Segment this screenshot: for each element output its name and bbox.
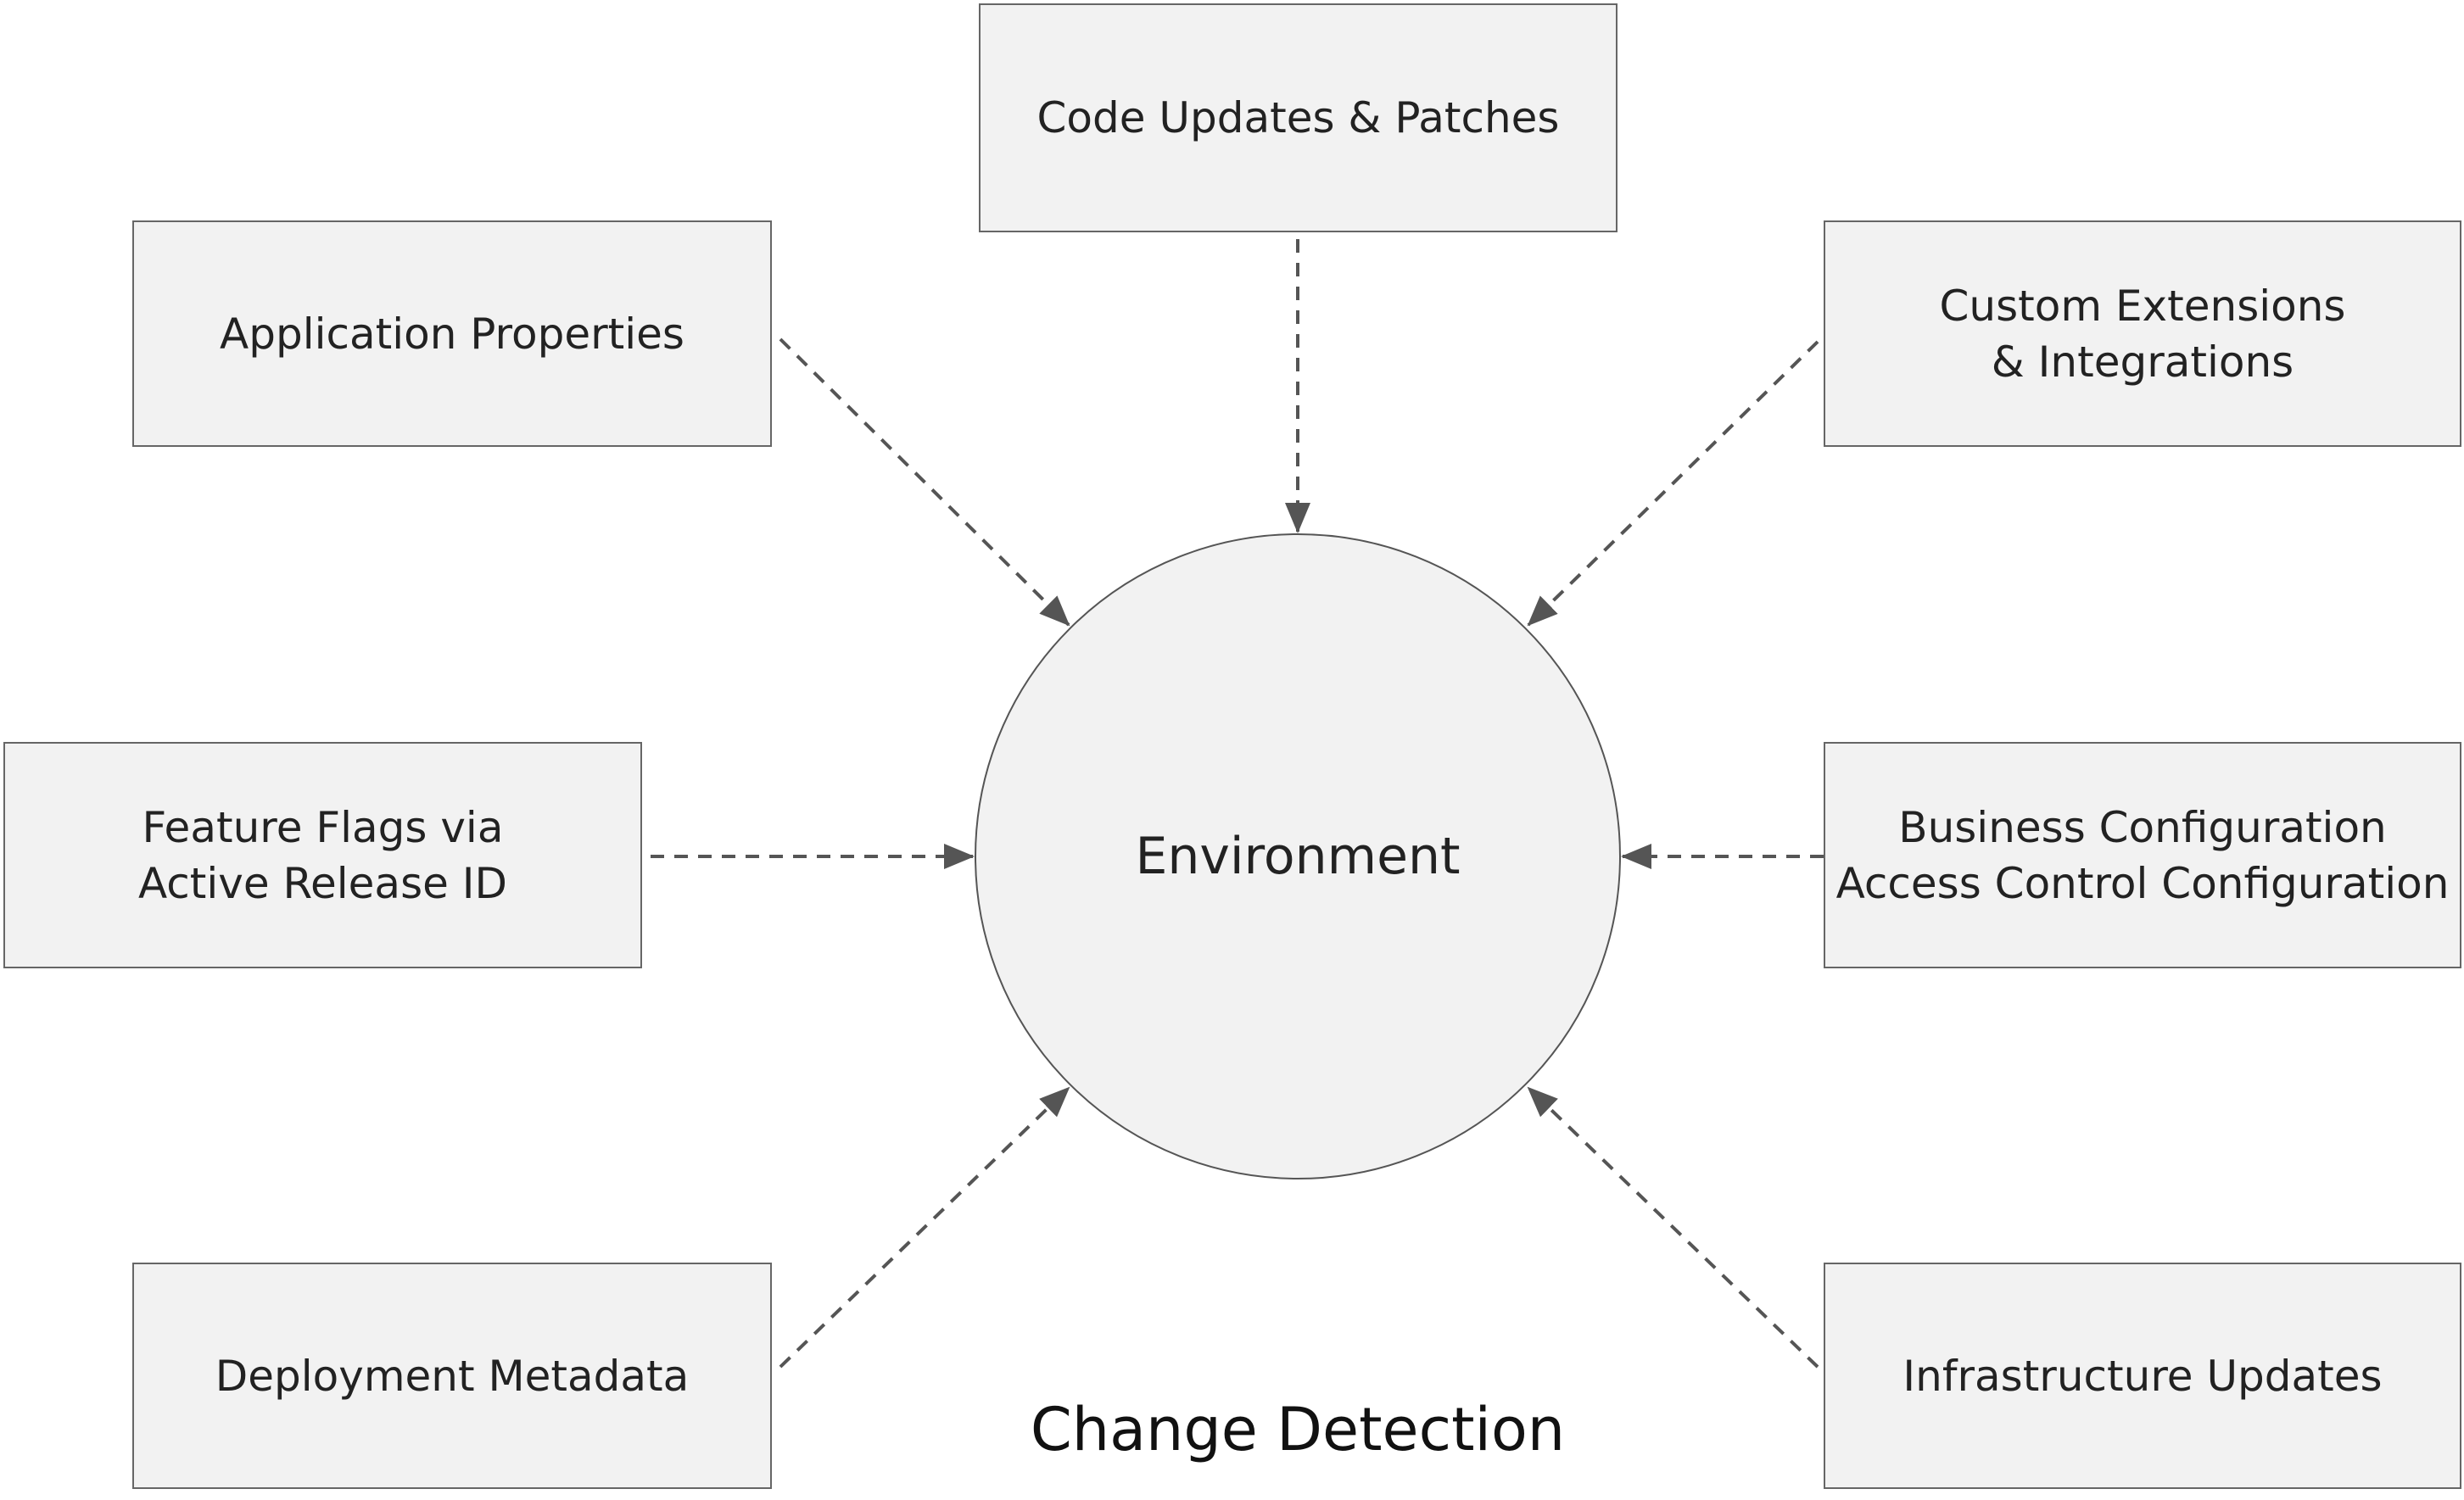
- node-feature-flags: Feature Flags via Active Release ID: [3, 742, 642, 968]
- node-application-properties-label: Application Properties: [220, 309, 684, 359]
- node-infrastructure-updates-label: Infrastructure Updates: [1902, 1351, 2383, 1401]
- node-deployment-metadata: Deployment Metadata: [132, 1263, 772, 1489]
- node-deployment-metadata-label: Deployment Metadata: [215, 1351, 690, 1401]
- arrow-infrastructure-updates: [1527, 1086, 1819, 1369]
- node-code-updates-label: Code Updates & Patches: [1036, 93, 1560, 142]
- node-custom-extensions: Custom Extensions & Integrations: [1824, 220, 2461, 447]
- node-custom-extensions-label: Custom Extensions & Integrations: [1939, 281, 2346, 387]
- arrow-application-properties: [779, 337, 1070, 627]
- environment-label: Environment: [1135, 827, 1461, 886]
- arrow-deployment-metadata: [779, 1086, 1070, 1369]
- diagram-caption-text: Change Detection: [1030, 1395, 1566, 1464]
- arrow-custom-extensions: [1527, 340, 1819, 627]
- node-business-configuration-label: Business Configuration Access Control Co…: [1835, 802, 2450, 908]
- environment-node: Environment: [975, 533, 1621, 1179]
- node-code-updates: Code Updates & Patches: [979, 3, 1618, 232]
- node-infrastructure-updates: Infrastructure Updates: [1824, 1263, 2461, 1489]
- node-business-configuration: Business Configuration Access Control Co…: [1824, 742, 2461, 968]
- node-application-properties: Application Properties: [132, 220, 772, 447]
- diagram-caption: Change Detection: [874, 1389, 1722, 1470]
- node-feature-flags-label: Feature Flags via Active Release ID: [137, 802, 508, 908]
